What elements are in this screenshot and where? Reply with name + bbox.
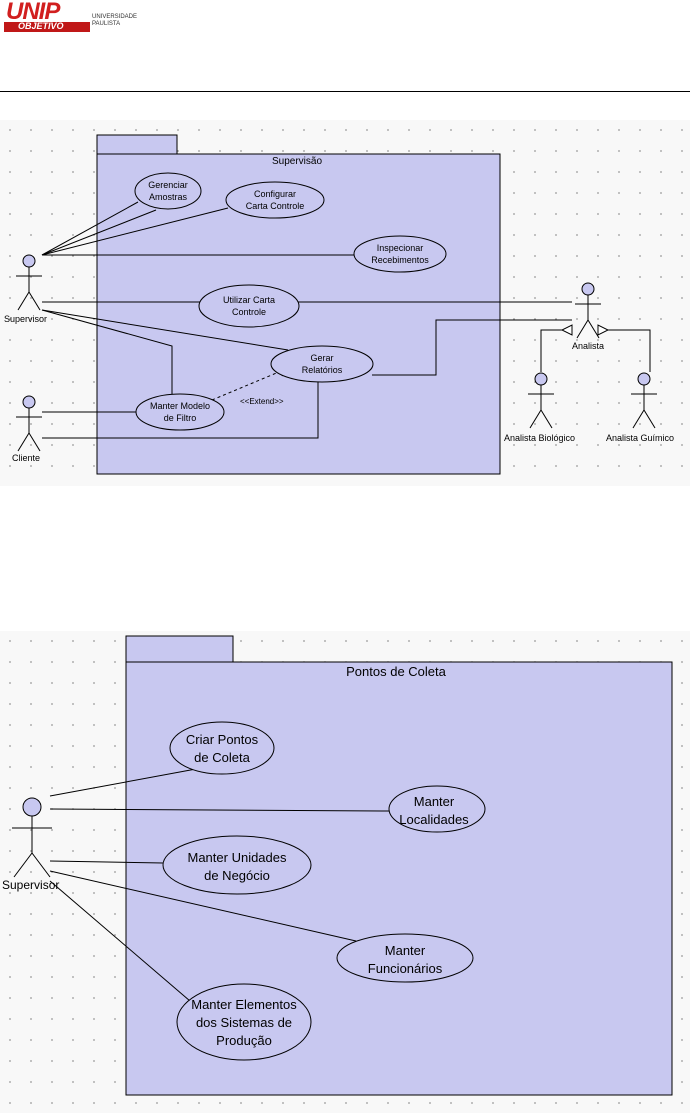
associations xyxy=(41,201,651,439)
usecase-label: Manter Elementos xyxy=(191,997,297,1012)
usecase-label: Manter xyxy=(385,943,426,958)
usecase-gerenciar-amostras xyxy=(134,172,202,210)
extend-relation xyxy=(211,368,287,401)
usecase-manter-unidades-de-negocio xyxy=(162,835,312,895)
generalization-arrow-qui xyxy=(597,324,610,336)
logo-main-text: UNIP xyxy=(6,0,60,25)
package-tab xyxy=(125,635,234,663)
usecase-label: de Coleta xyxy=(194,750,250,765)
usecase-label: Manter Unidades xyxy=(188,850,287,865)
actor-cliente-label: Cliente xyxy=(12,453,40,463)
generalization-arrow-bio xyxy=(560,324,573,336)
usecase-label: de Filtro xyxy=(164,413,197,423)
usecase-configurar-carta-controle xyxy=(225,181,325,219)
usecase-label: Configurar xyxy=(254,189,296,199)
actor-supervisor-icon xyxy=(16,254,42,311)
usecase-label: Funcionários xyxy=(368,961,443,976)
usecase-criar-pontos-de-coleta xyxy=(169,721,275,775)
actor-cliente-icon xyxy=(16,395,42,452)
usecase-label: Produção xyxy=(216,1033,272,1048)
usecase-label: Recebimentos xyxy=(371,255,429,265)
actor-supervisor-label: Supervisor xyxy=(4,314,47,324)
usecase-manter-elementos-sistemas-producao xyxy=(176,983,312,1061)
actor-analista-label: Analista xyxy=(572,341,604,351)
usecase-label: de Negócio xyxy=(204,868,270,883)
usecase-manter-modelo-filtro xyxy=(135,393,225,431)
usecase-label: Gerar xyxy=(310,353,333,363)
use-case-diagram-pontos-de-coleta: Pontos de Coleta Criar Pontos de Coleta … xyxy=(0,631,690,1113)
usecase-inspecionar-recebimentos xyxy=(353,235,447,273)
logo-side-line-1: UNIVERSIDADE xyxy=(92,14,138,20)
usecase-label: Controle xyxy=(232,307,266,317)
usecase-label: Manter xyxy=(414,794,455,809)
usecase-label: Utilizar Carta xyxy=(223,295,275,305)
package-title: Supervisão xyxy=(272,156,322,167)
actor-supervisor-icon xyxy=(12,797,52,878)
logo-bar: OBJETIVO xyxy=(4,21,90,32)
actor-analista-quimico-label: Analista Guímico xyxy=(606,433,674,443)
associations xyxy=(49,768,391,1002)
header-divider xyxy=(0,91,690,92)
logo-side-line-2: PAULISTA xyxy=(92,21,121,27)
actor-analista-quimico-icon xyxy=(631,372,657,429)
logo-side-text: UNIVERSIDADE PAULISTA xyxy=(92,14,137,28)
logo-bar-text: OBJETIVO xyxy=(18,21,64,31)
usecase-manter-funcionarios xyxy=(336,933,474,983)
actor-analista-icon xyxy=(575,282,601,339)
unip-logo: UNIP OBJETIVO UNIVERSIDADE PAULISTA xyxy=(2,0,142,36)
package-title: Pontos de Coleta xyxy=(346,664,447,679)
actor-supervisor-label: Supervisor xyxy=(2,878,59,892)
usecase-label: Inspecionar xyxy=(377,243,424,253)
extend-label: <<Extend>> xyxy=(240,397,284,406)
usecase-label: Gerenciar xyxy=(148,180,188,190)
usecase-label: Criar Pontos xyxy=(186,732,259,747)
actor-analista-biologico-icon xyxy=(528,372,554,429)
usecase-label: Carta Controle xyxy=(246,201,305,211)
use-case-diagram-supervisao: Supervisão <<Extend>> Gerenciar Amostras… xyxy=(0,120,690,486)
actor-analista-biologico-label: Analista Biológico xyxy=(504,433,575,443)
usecase-label: dos Sistemas de xyxy=(196,1015,292,1030)
usecase-label: Manter Modelo xyxy=(150,401,210,411)
usecase-label: Localidades xyxy=(399,812,469,827)
usecase-label: Relatórios xyxy=(302,365,343,375)
usecase-utilizar-carta-controle xyxy=(198,284,300,328)
usecase-manter-localidades xyxy=(388,785,486,833)
usecase-label: Amostras xyxy=(149,192,188,202)
package-tab xyxy=(96,134,178,155)
usecase-gerar-relatorios xyxy=(270,345,374,383)
